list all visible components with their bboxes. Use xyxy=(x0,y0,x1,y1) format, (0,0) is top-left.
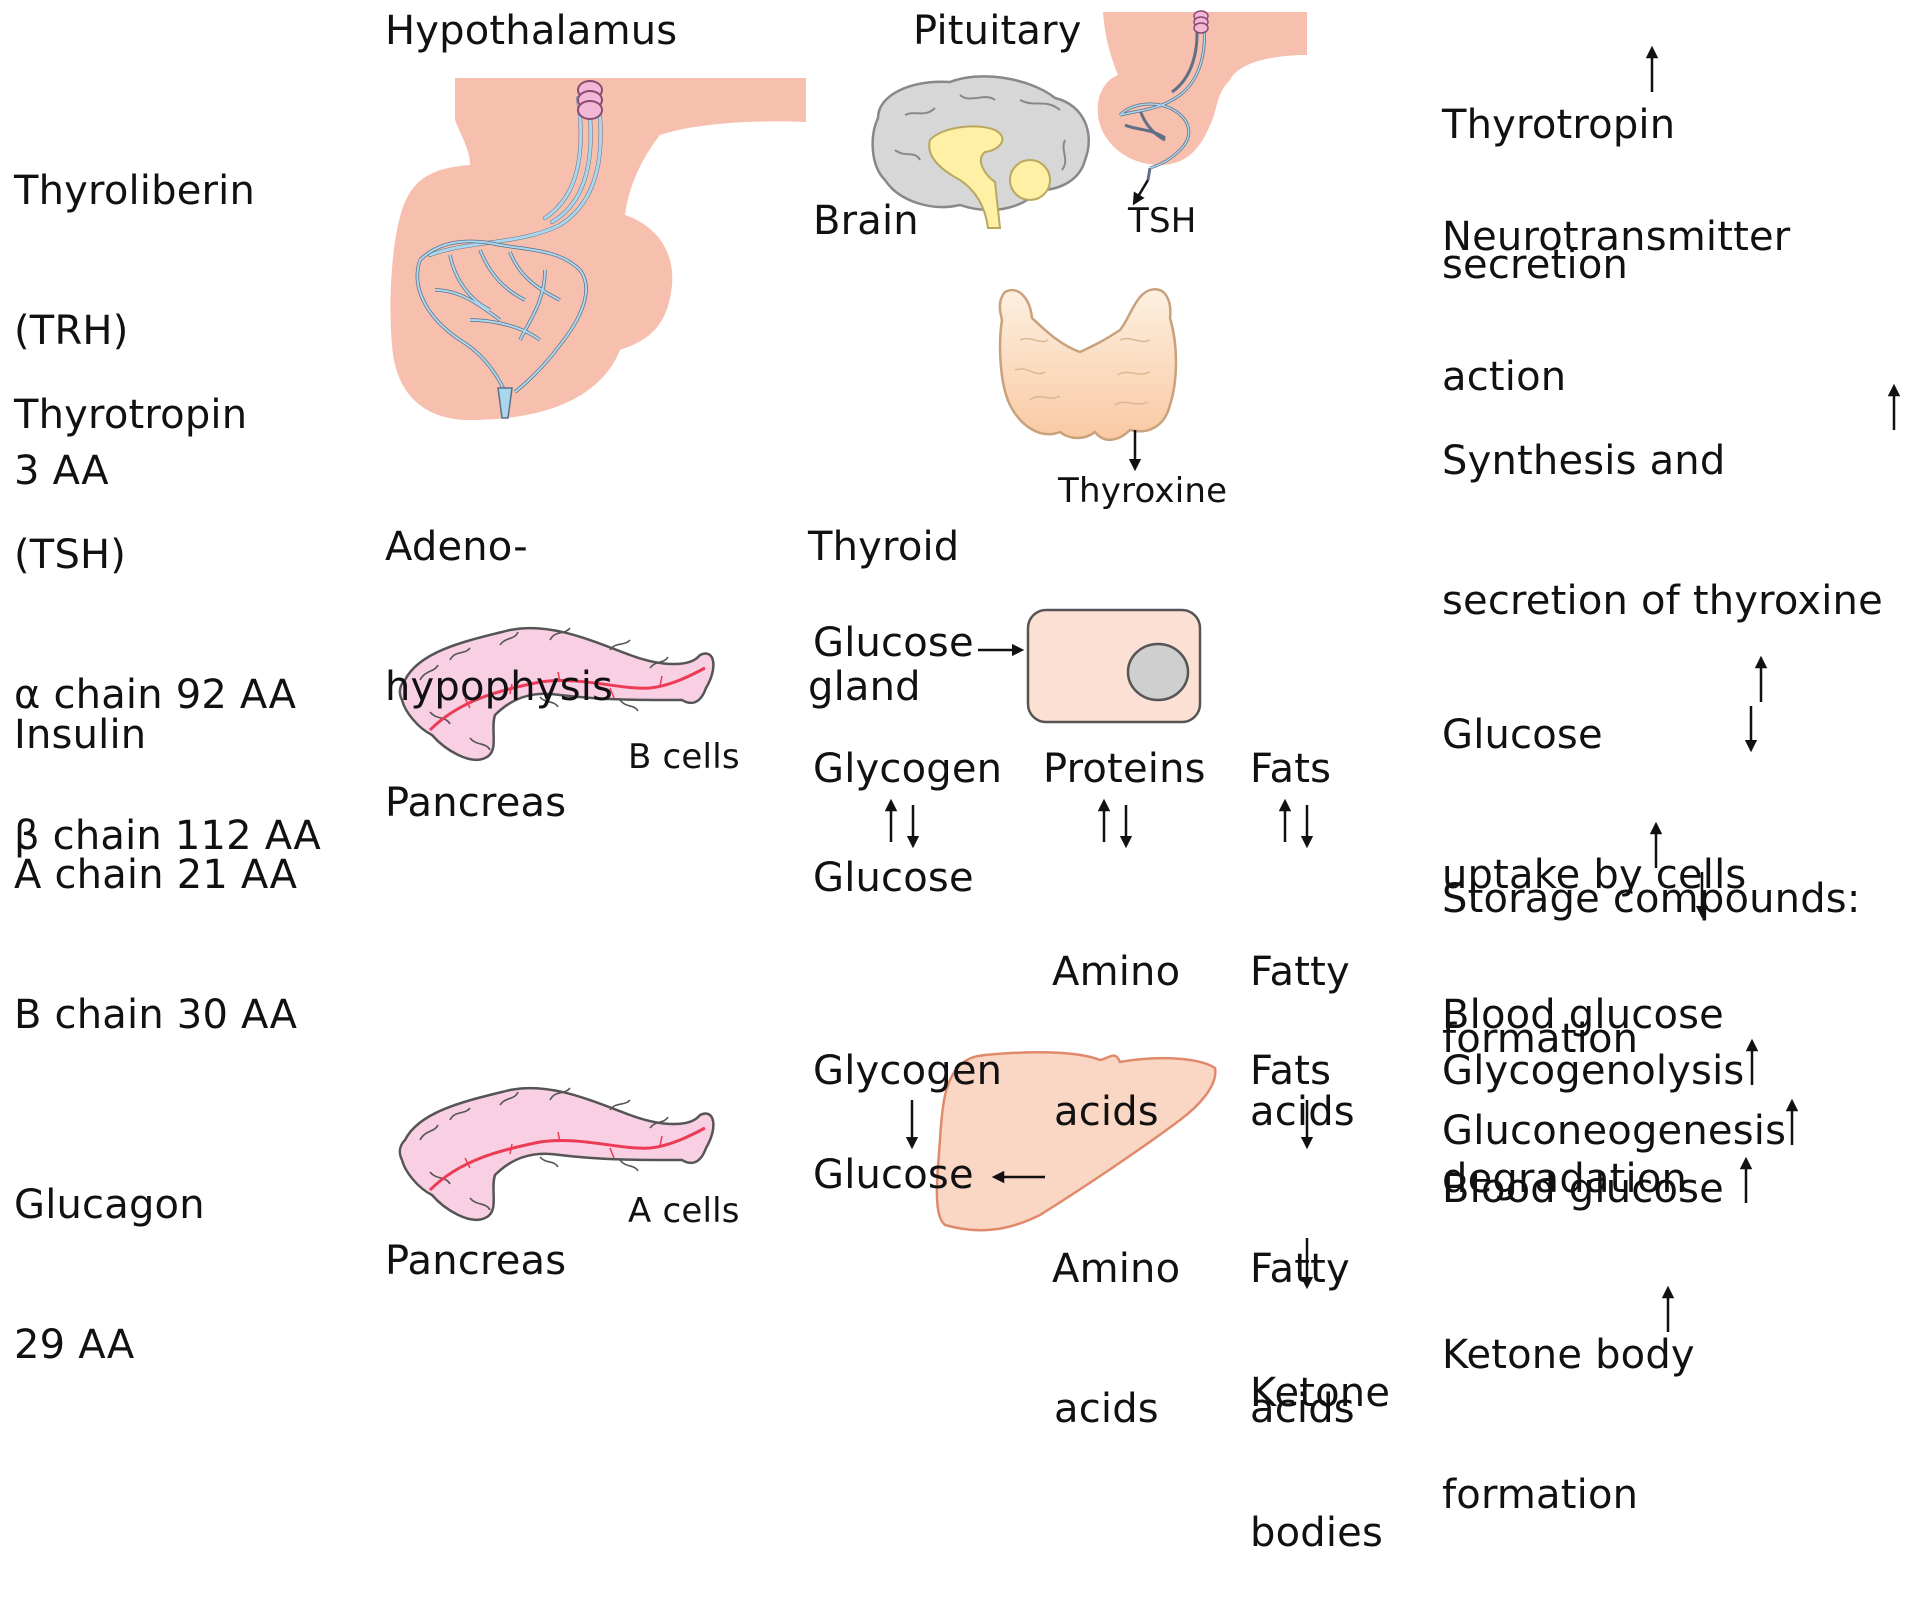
hormone-insulin-line: B chain 30 AA xyxy=(14,992,297,1039)
amino-acids-label: Amino acids xyxy=(1052,855,1180,1183)
adenohypophysis-label: Adeno- hypophysis xyxy=(385,430,613,758)
brain-label: Brain xyxy=(813,198,919,245)
thyroid-gland-line: Thyroid xyxy=(808,524,959,571)
tsh-label: TSH xyxy=(1128,202,1197,242)
thyroid-gland-label: Thyroid gland xyxy=(808,430,959,758)
thyroid-illustration xyxy=(1000,289,1176,465)
b-cells-label: B cells xyxy=(628,738,740,778)
adenohypophysis-line: Adeno- xyxy=(385,524,613,571)
effect-gluconeogenesis: Gluconeogenesis xyxy=(1442,1108,1786,1155)
fatty-acids-line: acids xyxy=(1250,1089,1355,1136)
amino-acids-line: acids xyxy=(1052,1089,1180,1136)
effect-line: Storage compounds: xyxy=(1442,876,1861,923)
hormone-trh-line: Thyroliberin xyxy=(14,168,255,215)
a-cells-label: A cells xyxy=(628,1192,740,1232)
ketone-bodies-line: Ketone xyxy=(1250,1370,1390,1417)
header-pituitary: Pituitary xyxy=(913,8,1082,55)
hormone-insulin-line: Insulin xyxy=(14,712,297,759)
effect-ketone-formation: Ketone body formation xyxy=(1442,1238,1695,1566)
adenohypophysis-line: hypophysis xyxy=(385,664,613,711)
insulin-metabolism-arrows xyxy=(891,805,1307,842)
glucose-label: Glucose xyxy=(813,855,974,902)
effect-blood-glucose: Blood glucose xyxy=(1442,1166,1724,1213)
hormone-tsh-line: (TSH) xyxy=(14,532,321,579)
fats-label: Fats xyxy=(1250,746,1331,793)
effect-line: formation xyxy=(1442,1472,1695,1519)
hormone-insulin-line: A chain 21 AA xyxy=(14,852,297,899)
liver-amino-acids-label: Amino acids xyxy=(1052,1152,1180,1480)
pituitary-small-illustration xyxy=(1098,11,1307,200)
effect-line: Glucose xyxy=(1442,712,1746,759)
glucagon-fats-label: Fats xyxy=(1250,1048,1331,1095)
hormone-glucagon-line: Glucagon xyxy=(14,1182,205,1229)
thyroid-gland-line: gland xyxy=(808,664,959,711)
fatty-acids-label: Fatty acids xyxy=(1250,855,1355,1183)
proteins-label: Proteins xyxy=(1043,746,1206,793)
hormone-insulin: Insulin A chain 21 AA B chain 30 AA xyxy=(14,618,297,1086)
ketone-bodies-line: bodies xyxy=(1250,1510,1390,1557)
effect-line: Ketone body xyxy=(1442,1332,1695,1379)
neurosecretory-neurons xyxy=(578,81,602,119)
hormone-glucagon: Glucagon 29 AA xyxy=(14,1088,205,1416)
tsh-release-arrow xyxy=(1136,180,1148,200)
liver-glucose-label: Glucose xyxy=(813,1152,974,1199)
effect-line: Neurotransmitter xyxy=(1442,214,1790,261)
pancreas-label-insulin: Pancreas xyxy=(385,780,566,827)
thyroxine-label: Thyroxine xyxy=(1058,472,1227,512)
ketone-bodies-label: Ketone bodies xyxy=(1250,1276,1390,1604)
amino-acids-line: Amino xyxy=(1052,949,1180,996)
amino-acids-line: acids xyxy=(1052,1386,1180,1433)
effect-glycogenolysis: Glycogenolysis xyxy=(1442,1048,1744,1095)
hypothalamus-pituitary-illustration xyxy=(390,78,806,420)
target-cell-illustration xyxy=(978,610,1200,722)
amino-acids-line: Amino xyxy=(1052,1246,1180,1293)
liver-glycogen-label: Glycogen xyxy=(813,1048,1002,1095)
header-hypothalamus: Hypothalamus xyxy=(385,8,677,55)
pancreas-label-glucagon: Pancreas xyxy=(385,1238,566,1285)
fatty-acids-line: Fatty xyxy=(1250,949,1355,996)
glycogen-label: Glycogen xyxy=(813,746,1002,793)
hormone-tsh-line: Thyrotropin xyxy=(14,392,321,439)
hormone-glucagon-line: 29 AA xyxy=(14,1322,205,1369)
glucose-in-label: Glucose xyxy=(813,620,974,667)
effect-line: Synthesis and xyxy=(1442,438,1883,485)
